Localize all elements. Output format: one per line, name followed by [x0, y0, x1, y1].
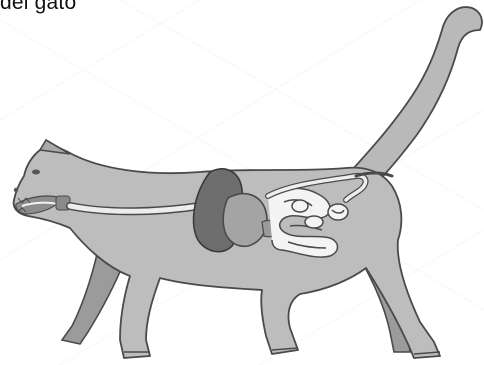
cat-body	[14, 7, 482, 358]
stomach	[223, 194, 267, 247]
cat-tail	[352, 7, 482, 192]
cat-eye	[32, 170, 40, 175]
cat-nose	[14, 188, 18, 192]
